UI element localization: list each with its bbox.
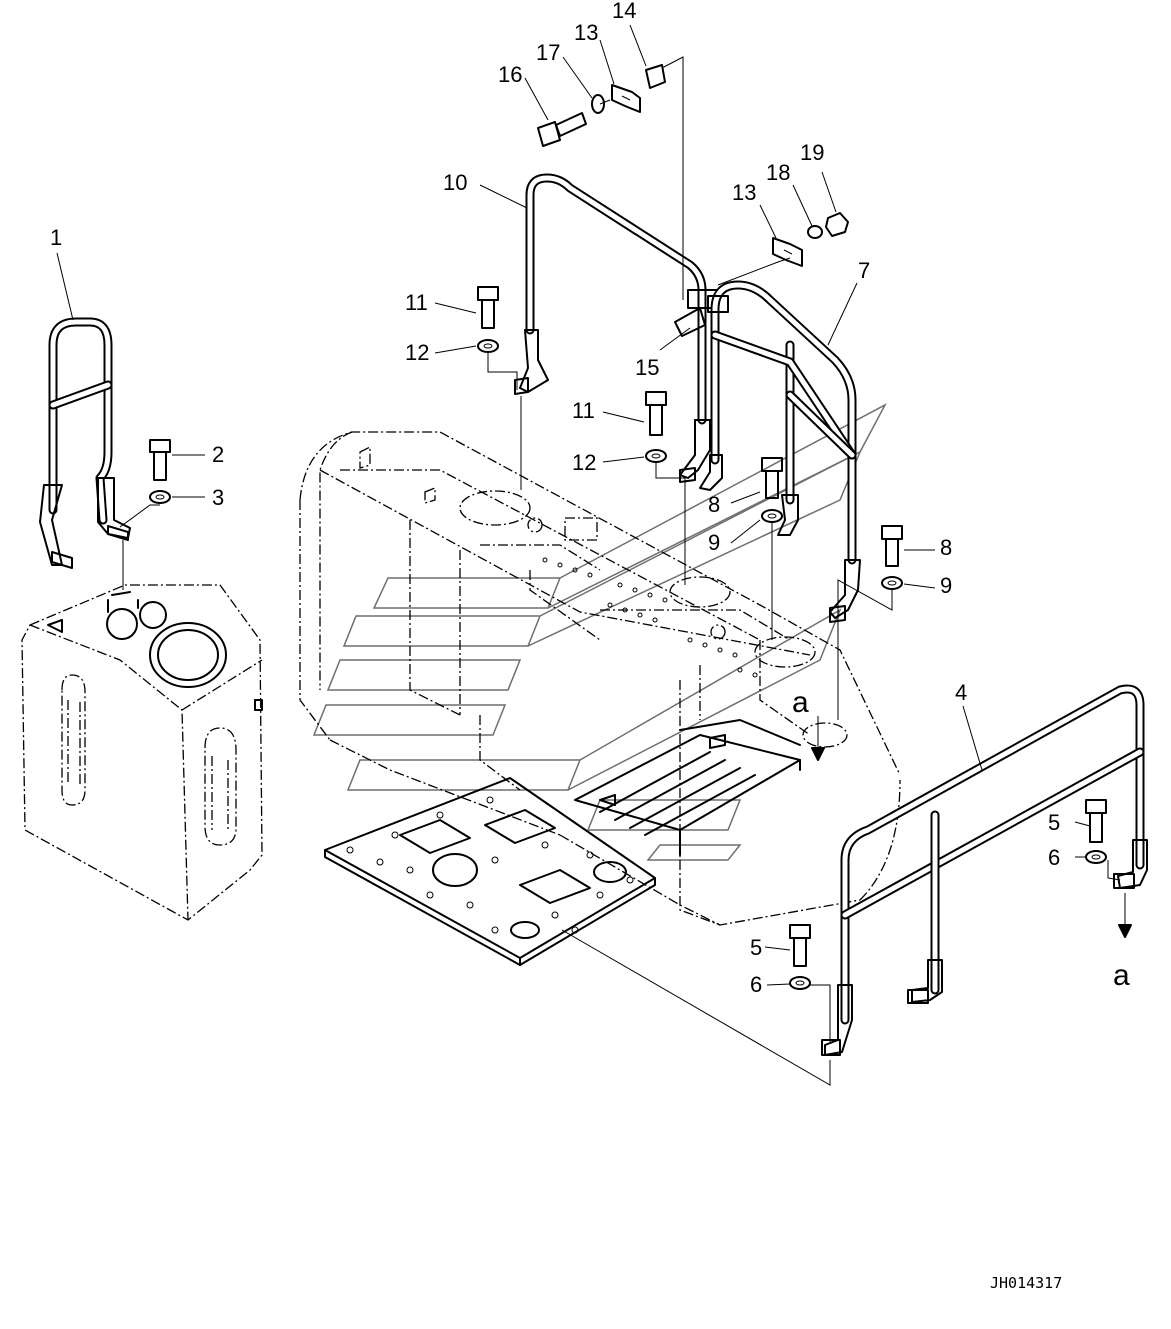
callout-11: 11 bbox=[572, 398, 595, 423]
callout-5: 5 bbox=[1048, 810, 1060, 835]
clamp-13-upper bbox=[611, 84, 641, 113]
bolt-11-upper bbox=[477, 286, 499, 329]
floor-plate bbox=[324, 719, 801, 966]
assembly-lines bbox=[56, 24, 1132, 1086]
clamp-13-lower bbox=[772, 237, 803, 267]
callout-3: 3 bbox=[212, 485, 224, 510]
callout-1: 1 bbox=[50, 225, 62, 250]
callout-labels: 1 2 3 4 5 5 6 6 7 8 8 9 9 10 11 11 12 12… bbox=[50, 0, 1130, 997]
bolt-11-lower bbox=[645, 391, 667, 436]
callout-11: 11 bbox=[405, 290, 428, 315]
bolt-5-left bbox=[789, 924, 811, 967]
washer-3 bbox=[149, 490, 171, 504]
callout-5: 5 bbox=[750, 935, 762, 960]
washer-6-right bbox=[1085, 850, 1107, 864]
callout-10: 10 bbox=[443, 170, 467, 195]
bolt-5-right bbox=[1085, 799, 1107, 843]
bolt-8-left bbox=[761, 457, 783, 499]
washer-12-upper bbox=[477, 339, 499, 353]
callout-4: 4 bbox=[955, 680, 967, 705]
callout-17: 17 bbox=[536, 40, 560, 65]
handrail-part-4 bbox=[821, 684, 1148, 1056]
callout-8: 8 bbox=[708, 492, 720, 517]
handrail-part-1 bbox=[39, 317, 131, 569]
callout-8: 8 bbox=[940, 535, 952, 560]
handrail-part-7 bbox=[699, 280, 861, 623]
callout-12: 12 bbox=[572, 450, 596, 475]
panel-holes bbox=[542, 557, 758, 678]
drawing-code: JH014317 bbox=[990, 1274, 1062, 1292]
handrail-part-10 bbox=[514, 173, 719, 483]
callout-14: 14 bbox=[612, 0, 636, 23]
callout-9: 9 bbox=[708, 530, 720, 555]
callout-2: 2 bbox=[212, 442, 224, 467]
bolt-8-right bbox=[881, 525, 903, 567]
watermark bbox=[312, 403, 887, 861]
view-marker-a: a bbox=[1113, 959, 1130, 992]
floor-holes bbox=[346, 796, 634, 934]
callout-13: 13 bbox=[732, 180, 756, 205]
washer-12-lower bbox=[645, 449, 667, 463]
washer-18 bbox=[807, 225, 823, 239]
nut-14 bbox=[645, 64, 666, 89]
callout-16: 16 bbox=[498, 62, 522, 87]
washer-9-right bbox=[881, 576, 903, 590]
callout-6: 6 bbox=[750, 972, 762, 997]
washer-9-left bbox=[761, 509, 783, 523]
label-plate-15 bbox=[674, 307, 706, 337]
washer-17 bbox=[591, 94, 605, 114]
callout-18: 18 bbox=[766, 160, 790, 185]
callout-12: 12 bbox=[405, 340, 429, 365]
callout-13: 13 bbox=[574, 20, 598, 45]
callout-6: 6 bbox=[1048, 845, 1060, 870]
callout-15: 15 bbox=[635, 355, 659, 380]
bolt-16 bbox=[537, 112, 587, 147]
callout-9: 9 bbox=[940, 573, 952, 598]
upper-frame bbox=[299, 431, 901, 926]
callout-19: 19 bbox=[800, 140, 824, 165]
nut-19 bbox=[825, 212, 849, 237]
hydraulic-tank bbox=[21, 584, 263, 921]
view-marker-a: a bbox=[792, 686, 809, 719]
callout-7: 7 bbox=[858, 258, 870, 283]
bolt-2 bbox=[149, 439, 171, 481]
washer-6-left bbox=[789, 976, 811, 990]
